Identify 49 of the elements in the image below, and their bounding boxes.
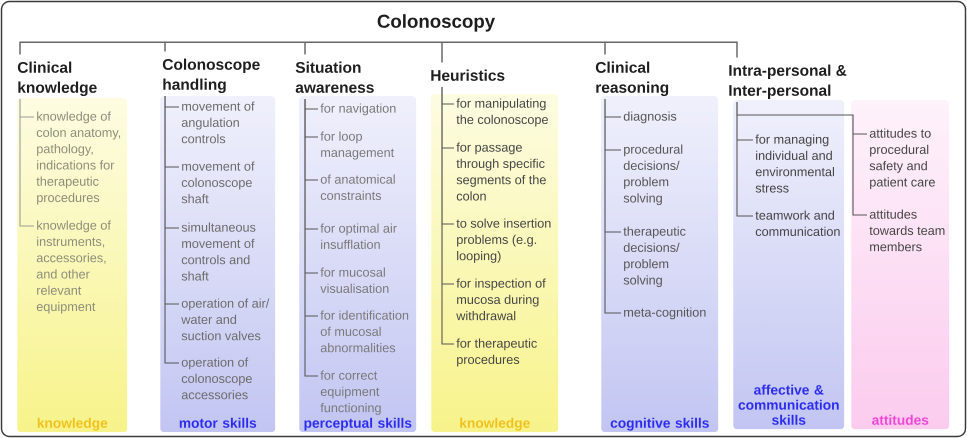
skill-label: motor skills — [180, 418, 256, 428]
skill-label: attitudes — [872, 414, 928, 425]
list-item: attitudes towards team members — [869, 209, 944, 252]
list-item: simultaneous movement of controls and shaft — [182, 222, 256, 281]
skill-label: knowledge — [38, 418, 108, 431]
list-item: for manipulating the colonoscope — [456, 98, 548, 127]
list-item: of anatomical constraints — [320, 174, 395, 200]
list-item: for mucosal visualisation — [320, 267, 388, 294]
category-heading: Colonoscope handling — [162, 58, 260, 94]
list-item: for optimal air insufflation — [320, 223, 397, 250]
list-item: procedural decisions/ problem solving — [624, 144, 682, 206]
tree-line — [604, 99, 621, 314]
tree-line — [736, 102, 867, 216]
tree-line — [304, 42, 436, 54]
list-item: for passage through specific segments of the colon — [456, 142, 546, 201]
skill-label: perceptual skills — [304, 418, 412, 431]
tree-line — [441, 87, 454, 345]
list-item: movement of colonoscope shaft — [182, 161, 254, 204]
list-item: knowledge of colon anatomy, pathology, indications for therapeutic procedures — [36, 111, 120, 205]
skill-label: cognitive skills — [610, 418, 709, 431]
list-item: teamwork and communication — [755, 210, 840, 236]
category-heading: Intra-personal & Inter-personal — [729, 64, 846, 99]
category-heading: Clinical knowledge — [18, 62, 97, 96]
category-heading: Situation awareness — [296, 62, 374, 93]
category-heading: Heuristics — [431, 70, 504, 81]
skill-label: knowledge — [460, 418, 530, 431]
list-item: for correct equipment functioning — [320, 370, 381, 415]
list-item: for navigation — [320, 103, 396, 116]
list-item: knowledge of instruments, accessories, and other relevant equipment — [36, 220, 111, 314]
list-item: therapeutic decisions/ problem solving — [623, 226, 686, 288]
list-item: operation of air/ water and suction valves — [181, 298, 270, 340]
list-item: to solve insertion problems (e.g. looping) — [456, 218, 550, 263]
diagram-title: Colonoscopy — [378, 14, 496, 32]
list-item: movement of angulation controls — [182, 101, 254, 144]
list-item: attitudes to procedural safety and patient care — [870, 128, 935, 190]
list-item: for managing individual and environmental stress — [755, 134, 834, 193]
skill-label: affective & communication skills — [738, 384, 839, 425]
list-item: for therapeutic procedures — [456, 338, 537, 367]
tree-line — [304, 99, 318, 377]
list-item: for loop management — [320, 131, 394, 160]
tree-line — [19, 99, 34, 227]
list-item: for inspection of mucosa during withdrawal — [456, 278, 546, 320]
list-item: operation of colonoscope accessories — [182, 357, 252, 400]
tree-line — [436, 42, 738, 58]
category-heading: Clinical reasoning — [596, 62, 668, 96]
list-item: diagnosis — [624, 111, 676, 124]
list-item: for identification of mucosal abnormalities — [320, 310, 408, 352]
tree-line — [164, 96, 179, 364]
list-item: meta-cognition — [624, 307, 706, 320]
